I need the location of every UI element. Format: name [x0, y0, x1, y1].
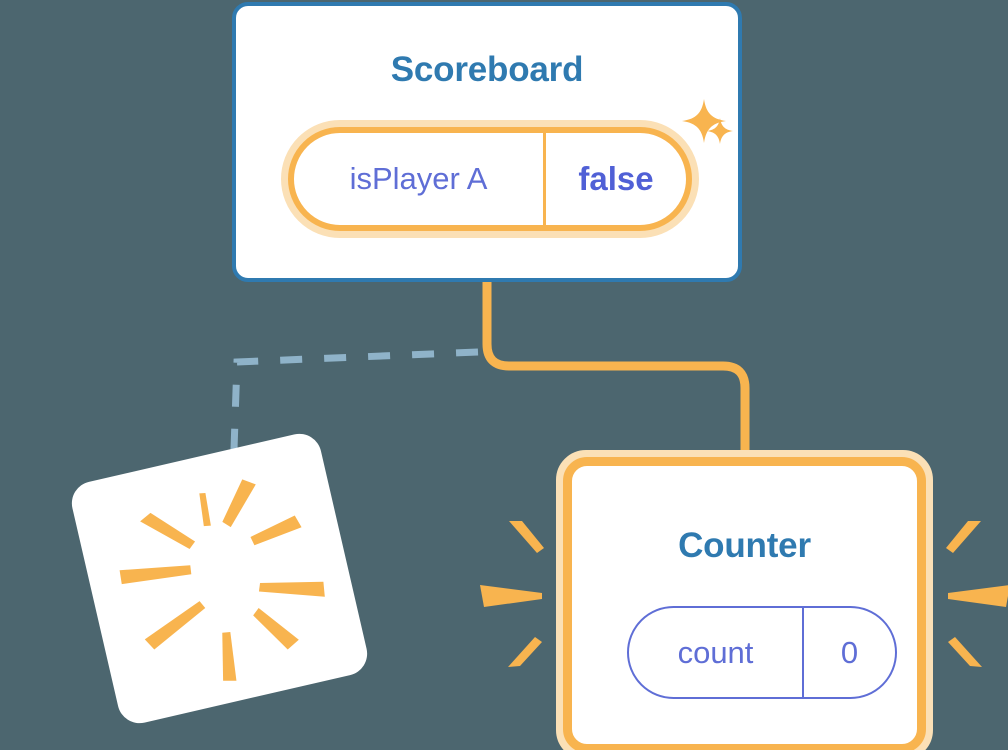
counter-title: Counter [678, 526, 811, 565]
counter-key-label: count [629, 608, 804, 697]
burst-rays-icon [119, 479, 325, 681]
sparkle-large-icon [682, 99, 726, 143]
pill-border: isPlayer A false [288, 127, 692, 231]
sparkle-small-icon [707, 118, 733, 144]
counter-value-label: 0 [840, 634, 859, 670]
scoreboard-card[interactable]: Scoreboard isPlayer A false [232, 2, 742, 282]
scoreboard-state-pill[interactable]: isPlayer A false [281, 120, 699, 238]
state-key-label: isPlayer A [294, 133, 546, 225]
counter-right-rays-icon [946, 521, 1008, 667]
pill-highlight-halo [281, 120, 699, 238]
counter-left-rays-icon [480, 521, 544, 667]
orange-connector-path [482, 282, 750, 470]
counter-card[interactable]: Counter count 0 [556, 450, 933, 750]
burst-card[interactable] [67, 429, 372, 728]
counter-state-pill[interactable]: count 0 [627, 606, 897, 699]
scoreboard-title: Scoreboard [390, 50, 584, 89]
counter-border: Counter count 0 [563, 457, 926, 750]
state-value-label: false [578, 160, 654, 197]
